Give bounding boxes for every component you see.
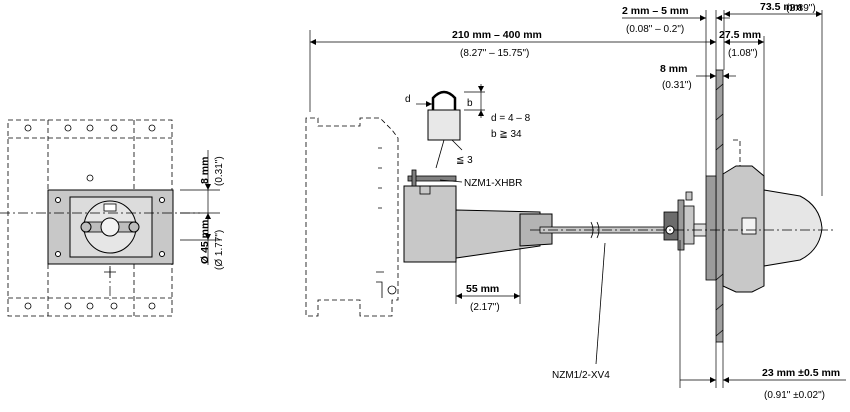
padlock-icon: d b d = 4 – 8 b ≧ 34 ≦ 3 [405,84,531,169]
extension-label: NZM1/2-XV4 [552,370,610,381]
diameter-in: (Ø 1.77") [214,230,225,270]
dimension-side-offset: 8 mm (0.31") [180,150,225,228]
front-view [0,119,200,317]
dimension-gap: 2 mm – 5 mm (0.08" – 0.2") [622,5,730,176]
dimension-door-thickness: 8 mm (0.31") [660,63,736,91]
dimension-collar: 27.5 mm (1.08") [719,29,765,176]
side-offset-in: (0.31") [214,156,225,186]
bottom-mm: 23 mm ±0.5 mm [762,367,840,379]
door-panel [715,69,724,343]
door-thickness-in: (0.31") [662,80,692,91]
bracket-mm: 55 mm [466,283,499,295]
part-labels: NZM1-XHBR NZM1/2-XV4 [439,178,610,381]
bracket-in: (2.17") [470,302,500,313]
padlock-max-count: ≦ 3 [456,155,473,166]
overall-length-mm: 210 mm – 400 mm [452,29,542,41]
door-thickness-mm: 8 mm [660,63,687,75]
padlock-d-label: d [405,94,411,105]
rotary-handle [530,139,836,293]
dimension-overall-length: 210 mm – 400 mm (8.27" – 15.75") [309,29,716,112]
padlock-d-range: d = 4 – 8 [491,113,531,124]
padlock-b-label: b [467,98,473,109]
extension-assembly [403,169,717,263]
lock-bracket-label: NZM1-XHBR [464,178,522,189]
collar-in: (1.08") [728,48,758,59]
breaker-side-view [305,117,399,317]
diameter-mm: Ø 45 mm [199,220,211,264]
collar-mm: 27.5 mm [719,29,761,41]
gap-mm: 2 mm – 5 mm [622,5,689,17]
side-offset-mm: 8 mm [199,157,211,184]
dimension-handle-depth: 73.5 mm [723,1,823,196]
overall-length-in: (8.27" – 15.75") [460,48,529,59]
bottom-in: (0.91" ±0.02") [764,390,825,401]
padlock-b-range: b ≧ 34 [491,129,522,140]
dimension-bottom: 23 mm ±0.5 mm (0.91" ±0.02") [679,240,846,401]
dimension-diameter: Ø 45 mm (Ø 1.77") [180,213,225,270]
handle-depth-in: (2.89") [786,3,816,14]
handle-depth-mm: 73.5 mm [760,1,802,13]
gap-in: (0.08" – 0.2") [626,24,684,35]
dimension-bracket: 55 mm (2.17") [455,248,521,313]
